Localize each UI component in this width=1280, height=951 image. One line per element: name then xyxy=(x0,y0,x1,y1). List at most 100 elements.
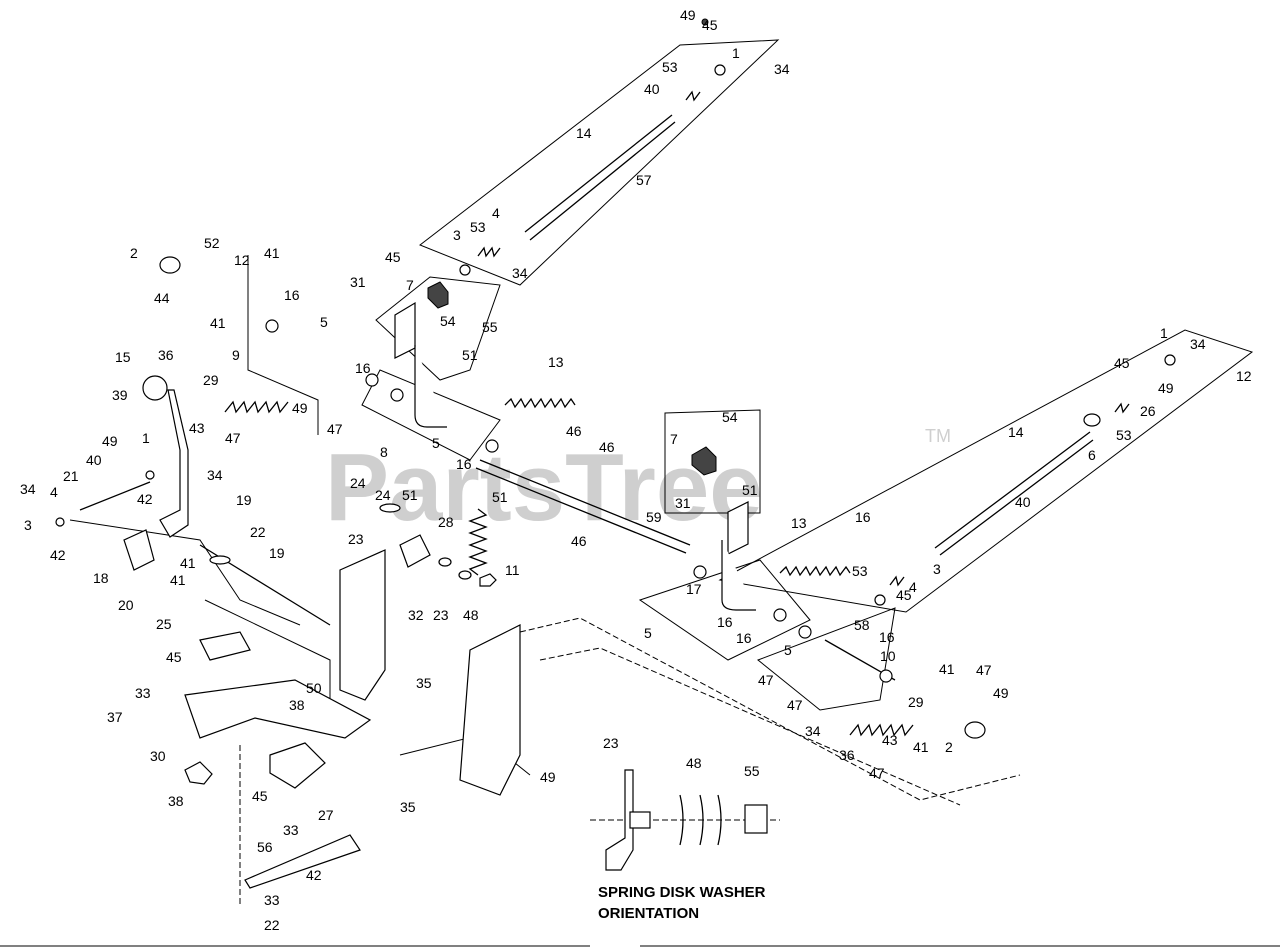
callout-9: 9 xyxy=(232,347,240,363)
hand-lever-20 xyxy=(159,389,189,538)
lever-18 xyxy=(123,529,155,571)
callout-41: 41 xyxy=(939,661,955,677)
callout-54: 54 xyxy=(722,409,738,425)
callout-45: 45 xyxy=(166,649,182,665)
springs xyxy=(224,90,1130,737)
callout-35: 35 xyxy=(416,675,432,691)
callout-34: 34 xyxy=(207,467,223,483)
callout-51: 51 xyxy=(742,482,758,498)
brackets xyxy=(123,281,756,889)
callout-23: 23 xyxy=(603,735,619,751)
callout-36: 36 xyxy=(839,747,855,763)
callout-16: 16 xyxy=(355,360,371,376)
callout-48: 48 xyxy=(686,755,702,771)
callout-20: 20 xyxy=(118,597,134,613)
outline-group-10 xyxy=(757,607,896,711)
callout-19: 19 xyxy=(236,492,252,508)
bushing-16-d xyxy=(485,439,499,453)
side-plate-left xyxy=(339,549,386,701)
callout-16: 16 xyxy=(736,630,752,646)
callout-38: 38 xyxy=(289,697,305,713)
callout-56: 56 xyxy=(257,839,273,855)
callout-36: 36 xyxy=(158,347,174,363)
spring-28 xyxy=(468,508,488,576)
nut-1-left xyxy=(145,470,155,480)
callout-58: 58 xyxy=(854,617,870,633)
blade-27 xyxy=(244,834,361,889)
washer-19-b xyxy=(209,555,231,565)
outline-group-55 xyxy=(664,409,761,514)
callout-57: 57 xyxy=(636,172,652,188)
rods xyxy=(79,114,1094,681)
inset-bracket-slot xyxy=(629,811,651,829)
washer-23-a xyxy=(438,557,452,567)
callout-31: 31 xyxy=(350,274,366,290)
washer-23-b xyxy=(458,570,472,580)
callout-6: 6 xyxy=(1088,447,1096,463)
bushing-16-e xyxy=(693,565,707,579)
spring-29-left xyxy=(224,400,289,414)
knob-2-right xyxy=(964,721,986,739)
callout-45: 45 xyxy=(1114,355,1130,371)
callout-40: 40 xyxy=(86,452,102,468)
callout-47: 47 xyxy=(869,765,885,781)
callout-41: 41 xyxy=(170,572,186,588)
outline-left-lever xyxy=(69,519,301,626)
callout-33: 33 xyxy=(135,685,151,701)
callout-41: 41 xyxy=(913,739,929,755)
callout-59: 59 xyxy=(646,509,662,525)
washer-orientation-inset: SPRING DISK WASHER ORIENTATION xyxy=(598,769,768,922)
callout-47: 47 xyxy=(225,430,241,446)
inset-washer-23-c xyxy=(717,794,722,846)
frame-plate-25 xyxy=(184,679,372,739)
callout-44: 44 xyxy=(154,290,170,306)
callout-41: 41 xyxy=(210,315,226,331)
callout-23: 23 xyxy=(348,531,364,547)
spring-53-b xyxy=(685,90,701,102)
callout-34: 34 xyxy=(512,265,528,281)
callout-45: 45 xyxy=(896,587,912,603)
watermark-brand: PartsTree xyxy=(325,434,763,541)
shaft-11-bottom xyxy=(475,467,687,554)
callout-1: 1 xyxy=(1160,325,1168,341)
plate-59 xyxy=(199,631,251,661)
hub-6 xyxy=(1083,413,1101,427)
callout-34: 34 xyxy=(20,481,36,497)
callout-26: 26 xyxy=(1140,403,1156,419)
watermark-tm: TM xyxy=(925,426,951,446)
cap-54-left xyxy=(427,281,449,309)
callout-29: 29 xyxy=(908,694,924,710)
rod-58-right xyxy=(939,439,1094,556)
callout-22: 22 xyxy=(264,917,280,933)
callout-14: 14 xyxy=(1008,424,1024,440)
spring-53-d xyxy=(889,575,905,587)
outline-left-shaft xyxy=(247,255,319,435)
callout-1: 1 xyxy=(142,430,150,446)
nut-3-top xyxy=(459,264,471,276)
shaft-11-top xyxy=(479,459,691,546)
spring-53-c xyxy=(1114,402,1130,414)
callout-51: 51 xyxy=(492,489,508,505)
rod-14-right xyxy=(934,431,1091,549)
callout-47: 47 xyxy=(758,672,774,688)
callout-49: 49 xyxy=(993,685,1009,701)
spring-13-left xyxy=(504,397,576,409)
bushing-16-f xyxy=(773,608,787,622)
lever-8-arm xyxy=(414,345,447,428)
callout-23: 23 xyxy=(433,607,449,623)
callout-24: 24 xyxy=(375,487,391,503)
callout-47: 47 xyxy=(327,421,343,437)
callout-2: 2 xyxy=(945,739,953,755)
callout-5: 5 xyxy=(432,435,440,451)
bracket-7-right xyxy=(727,501,749,555)
callout-30: 30 xyxy=(150,748,166,764)
rod-57-upper xyxy=(529,121,676,241)
callout-49: 49 xyxy=(292,400,308,416)
callout-16: 16 xyxy=(284,287,300,303)
callout-25: 25 xyxy=(156,616,172,632)
inset-nut-48 xyxy=(744,804,768,834)
spring-29-right xyxy=(849,723,914,737)
callout-7: 7 xyxy=(670,431,678,447)
callout-22: 22 xyxy=(250,524,266,540)
bushing-16-a xyxy=(265,319,279,333)
